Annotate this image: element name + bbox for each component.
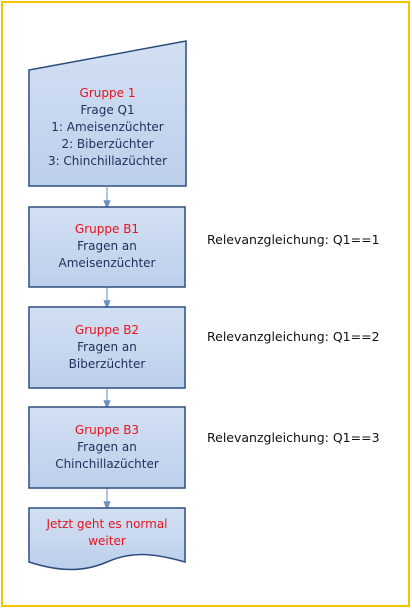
relevance-label-3: Relevanzgleichung: Q1==3 (207, 430, 380, 445)
node-groupB1-line-2: Ameisenzüchter (58, 256, 156, 270)
node-groupB1-shape (28, 206, 186, 288)
node-groupB2-line-1: Fragen an (77, 340, 137, 354)
node-groupB3-line-1: Fragen an (77, 440, 137, 454)
node-groupB2-title: Gruppe B2 (74, 323, 140, 337)
node-groupB1-line-1: Fragen an (77, 239, 137, 253)
node-groupB2-line-2: Biberzüchter (68, 357, 146, 371)
node-group1-line-1: Frage Q1 (80, 103, 135, 117)
node-end-text: Jetzt geht es normal weiter (29, 516, 185, 550)
node-end-shape (28, 507, 186, 571)
node-groupB2-shape (28, 306, 186, 389)
node-group1-text: Gruppe 1 Frage Q1 1: Ameisenzüchter 2: B… (29, 85, 186, 170)
node-groupB1-text: Gruppe B1 Fragen an Ameisenzüchter (29, 221, 185, 272)
node-group1-shape (28, 40, 187, 187)
relevance-label-2: Relevanzgleichung: Q1==2 (207, 329, 380, 344)
relevance-label-1: Relevanzgleichung: Q1==1 (207, 232, 380, 247)
node-group1-line-3: 2: Biberzüchter (61, 137, 154, 151)
node-groupB3-shape (28, 406, 186, 489)
node-groupB3-title: Gruppe B3 (74, 423, 140, 437)
node-group1-line-4: 3: Chinchillazüchter (47, 154, 168, 168)
node-groupB3-text: Gruppe B3 Fragen an Chinchillazüchter (29, 422, 185, 473)
node-end-title-line-1: Jetzt geht es normal (46, 517, 168, 531)
node-groupB2-text: Gruppe B2 Fragen an Biberzüchter (29, 322, 185, 373)
node-group1-line-2: 1: Ameisenzüchter (51, 120, 164, 134)
node-groupB3-line-2: Chinchillazüchter (55, 457, 159, 471)
node-end-title-line-2: weiter (88, 534, 126, 548)
node-group1-title: Gruppe 1 (79, 86, 136, 100)
node-groupB1-title: Gruppe B1 (74, 222, 140, 236)
